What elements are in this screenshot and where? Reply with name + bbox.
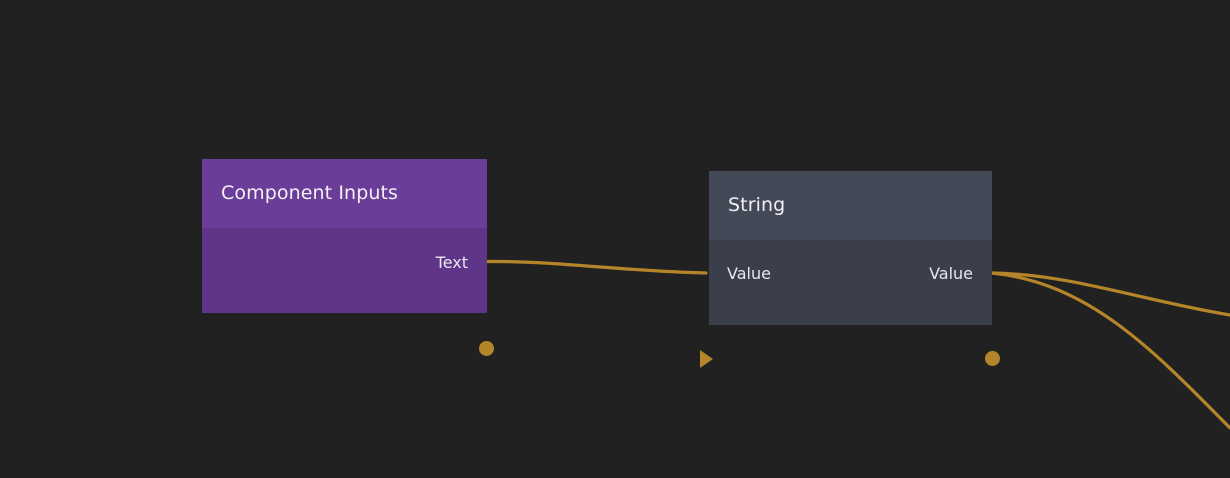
node-header-component-inputs[interactable]: Component Inputs: [202, 159, 487, 228]
wire-value-out-upper: [990, 271, 1230, 317]
node-component-inputs[interactable]: Component Inputs Text: [202, 159, 494, 356]
node-header-string[interactable]: String: [709, 171, 992, 240]
node-title: Component Inputs: [221, 182, 399, 204]
output-port-label-text: Text: [435, 253, 468, 272]
node-title: String: [728, 194, 786, 216]
wire-text-to-value: [485, 259, 708, 275]
port-row-value[interactable]: Value Value: [709, 257, 992, 291]
node-body-component-inputs: Text: [202, 246, 494, 356]
node-body-string: Value Value: [700, 257, 1000, 368]
node-string[interactable]: String Value Value: [700, 171, 1000, 368]
output-port-dot-text[interactable]: [479, 341, 494, 356]
input-port-label-value: Value: [727, 264, 771, 283]
output-port-label-value: Value: [929, 264, 973, 283]
output-port-row-text[interactable]: Text: [202, 246, 487, 280]
wire-value-out-lower: [990, 271, 1230, 430]
output-port-dot-value[interactable]: [985, 351, 1000, 366]
input-port-arrow-value[interactable]: [700, 350, 713, 368]
